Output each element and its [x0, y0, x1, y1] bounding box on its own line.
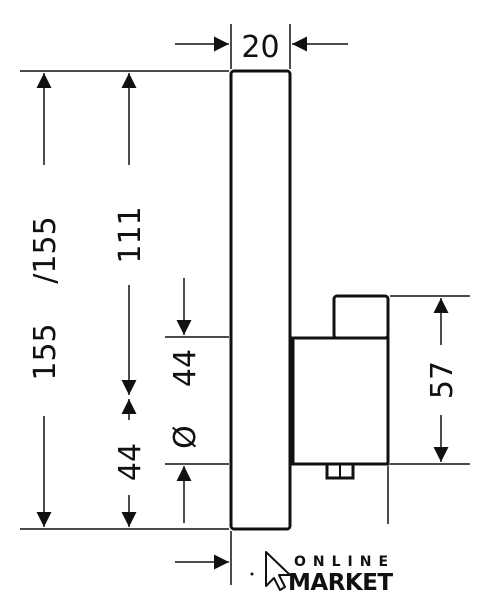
thermostat-body [291, 336, 390, 466]
watermark-line1: ONLINE [294, 554, 395, 570]
diameter-symbol: Ø [168, 425, 203, 449]
dim-label-width: 20 [241, 30, 279, 65]
cover-plate [229, 69, 292, 531]
dim-label-lower-offset-2: 44 [168, 349, 203, 387]
cursor-icon [265, 551, 291, 591]
watermark-dot [250, 572, 254, 576]
dim-label-total-height: 155 [28, 323, 63, 380]
onlinemarket-watermark: ONLINE MARKET [250, 551, 395, 596]
dim-label-upper-height: 111 [113, 206, 148, 263]
watermark-line2: MARKET [288, 570, 393, 596]
top-knob [332, 294, 390, 340]
extension-lines [20, 24, 470, 585]
dim-label-body-height: 57 [425, 361, 460, 399]
valve-outline [229, 69, 390, 531]
dim-label-total-height-alt: /155 [28, 216, 63, 283]
dim-label-lower-offset-1: 44 [113, 443, 148, 481]
